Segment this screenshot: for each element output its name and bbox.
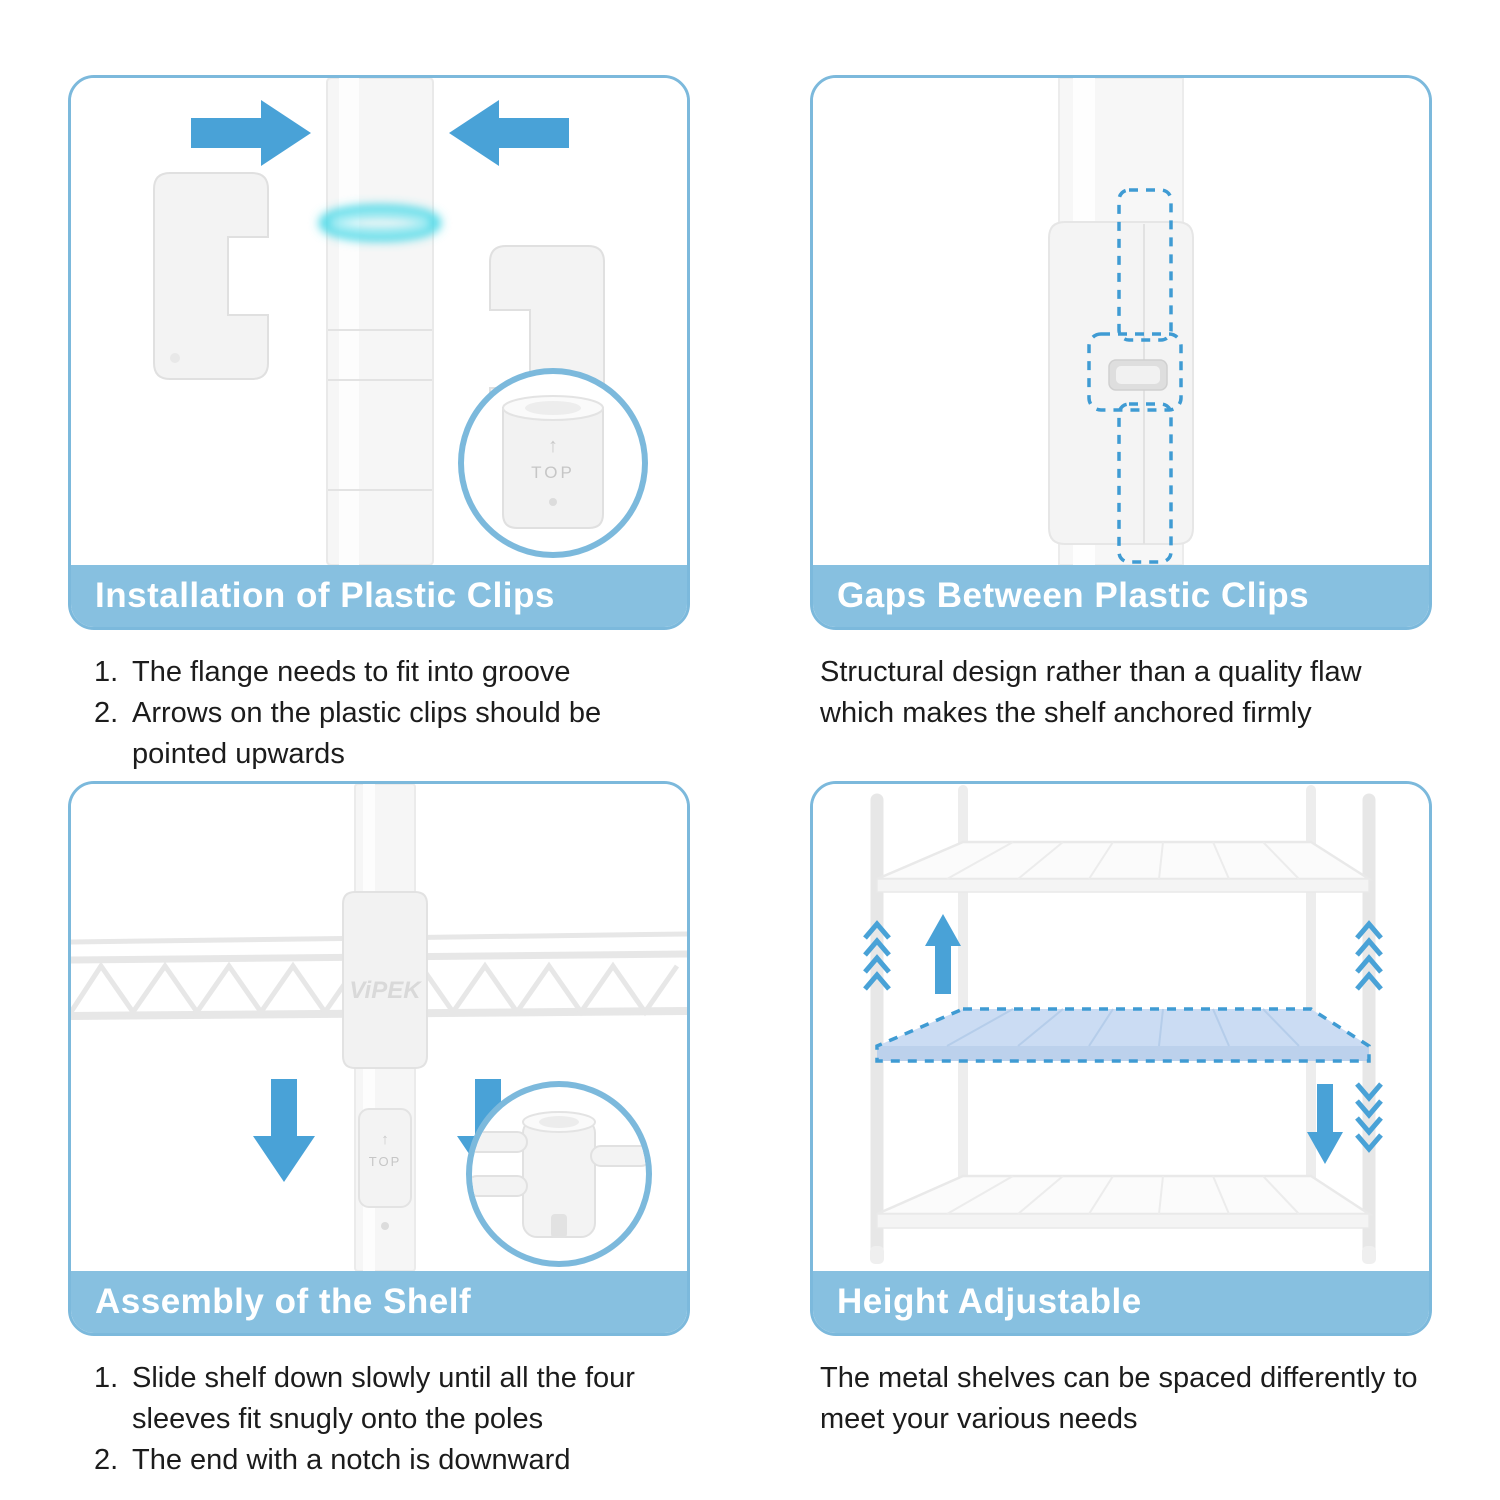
plastic-clips-drawing: ↑ TOP (153, 78, 648, 565)
illustration-clip-gaps (813, 78, 1429, 565)
list-item-number: 1. (94, 1362, 119, 1394)
caption-height: The metal shelves can be spaced differen… (810, 1336, 1432, 1440)
panel-height: Height Adjustable The metal shelves can … (810, 781, 1432, 1482)
groove-glow (319, 205, 441, 241)
banner-gaps: Gaps Between Plastic Clips (813, 565, 1429, 627)
illustration-plastic-clips: ↑ TOP (71, 78, 687, 565)
caption-installation: 1. The flange needs to fit into groove 2… (68, 630, 690, 776)
illustration-height-adjustable (813, 784, 1429, 1271)
list-item: 1. The flange needs to fit into groove (94, 652, 684, 693)
inset-clip-detail: ↑ TOP (458, 368, 648, 558)
panel-assembly: ViPEK ↑ TOP (68, 781, 690, 1482)
banner-gaps-title: Gaps Between Plastic Clips (837, 576, 1310, 615)
arrow-left-icon (449, 100, 569, 166)
caption-gaps: Structural design rather than a quality … (810, 630, 1432, 734)
list-item-text: Arrows on the plastic clips should be po… (132, 697, 602, 771)
pole-upper (1058, 78, 1184, 239)
list-item: 2. Arrows on the plastic clips should be… (94, 693, 684, 775)
arrow-up-icon (925, 914, 961, 994)
list-item-number: 2. (94, 1444, 119, 1477)
list-item-text: Slide shelf down slowly until all the fo… (132, 1362, 635, 1436)
shelf-dashed-outline (875, 1007, 1371, 1063)
height-adjustable-drawing (863, 785, 1383, 1264)
clip-top-label: TOP (369, 1154, 402, 1169)
inset-sleeve-detail (466, 1081, 652, 1267)
chevrons-down-right-icon (1355, 1082, 1383, 1153)
arrow-right-icon (191, 100, 311, 166)
clip-gaps-drawing (1048, 78, 1194, 565)
clip-sleeve (1048, 221, 1194, 545)
panel-installation: ↑ TOP Installation of Plastic Clips 1. T… (68, 75, 690, 781)
arrow-down-icon (1307, 1084, 1343, 1164)
clip-left (153, 172, 269, 380)
clip-up-arrow-icon: ↑ (381, 1131, 389, 1148)
banner-installation: Installation of Plastic Clips (71, 565, 687, 627)
chevrons-up-right-icon (1355, 920, 1383, 991)
list-item-text: The flange needs to fit into groove (132, 656, 571, 688)
panel-height-box: Height Adjustable (810, 781, 1432, 1336)
chevrons-up-left-icon (863, 920, 891, 991)
caption-assembly: 1. Slide shelf down slowly until all the… (68, 1336, 690, 1482)
panel-gaps-box: Gaps Between Plastic Clips (810, 75, 1432, 630)
top-shelf (876, 840, 1374, 893)
arrow-down-left-icon (253, 1079, 315, 1182)
pole (326, 78, 434, 565)
inset-top-label: TOP (531, 463, 575, 482)
banner-assembly: Assembly of the Shelf (71, 1271, 687, 1333)
banner-installation-title: Installation of Plastic Clips (95, 576, 555, 615)
list-item: 2. The end with a notch is downward (94, 1440, 684, 1481)
plastic-clip-sleeve: ↑ TOP (358, 1108, 412, 1230)
highlighted-middle-shelf (875, 1007, 1371, 1063)
shelf-assembly-drawing: ViPEK ↑ TOP (71, 784, 687, 1271)
caption-height-text: The metal shelves can be spaced differen… (820, 1362, 1418, 1436)
shelf-corner-sleeve: ViPEK (342, 891, 428, 1069)
banner-height-title: Height Adjustable (837, 1282, 1142, 1321)
caption-gaps-text: Structural design rather than a quality … (820, 656, 1362, 730)
list-item-number: 1. (94, 656, 119, 688)
bottom-shelf (876, 1174, 1374, 1229)
list-item-number: 2. (94, 697, 119, 730)
inset-up-arrow-icon: ↑ (548, 435, 558, 457)
panel-installation-box: ↑ TOP Installation of Plastic Clips (68, 75, 690, 630)
banner-height: Height Adjustable (813, 1271, 1429, 1333)
list-item-text: The end with a notch is downward (132, 1444, 571, 1477)
list-item: 1. Slide shelf down slowly until all the… (94, 1358, 684, 1440)
gap-dashed-outline (1087, 188, 1183, 564)
brand-label: ViPEK (349, 977, 422, 1004)
banner-assembly-title: Assembly of the Shelf (95, 1282, 472, 1321)
panel-assembly-box: ViPEK ↑ TOP (68, 781, 690, 1336)
panel-gaps: Gaps Between Plastic Clips Structural de… (810, 75, 1432, 781)
illustration-shelf-assembly: ViPEK ↑ TOP (71, 784, 687, 1271)
